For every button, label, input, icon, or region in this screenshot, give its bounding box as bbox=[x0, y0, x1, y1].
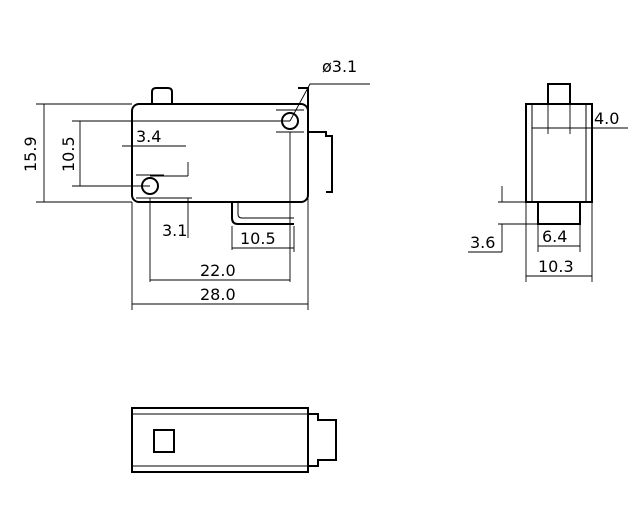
side-view: 4.0 3.6 6.4 10.3 bbox=[468, 83, 628, 282]
dim-plunger-width: 4.0 bbox=[594, 109, 619, 128]
dim-hole-offset-y-lines bbox=[150, 162, 192, 238]
dim-hole-pitch-vertical: 10.5 bbox=[59, 136, 78, 172]
bottom-terminal-end bbox=[308, 413, 337, 467]
dim-hole-offset-y: 3.1 bbox=[162, 221, 187, 240]
front-view: ø3.1 15.9 10.5 3.4 3.1 10.5 22.0 28.0 bbox=[21, 57, 370, 310]
bottom-window bbox=[153, 429, 175, 453]
dim-length-overall: 28.0 bbox=[200, 285, 236, 304]
right-terminal bbox=[308, 131, 333, 193]
dim-terminal-width: 6.4 bbox=[542, 227, 567, 246]
dim-hole-pitch-horizontal-lines bbox=[149, 132, 291, 282]
dim-plunger-width-lines bbox=[532, 104, 628, 134]
side-terminal bbox=[537, 201, 581, 225]
dim-width-overall-lines bbox=[525, 202, 593, 282]
dim-length-overall-lines bbox=[131, 136, 309, 310]
dim-terminal-offset-lines bbox=[231, 226, 295, 252]
bottom-body bbox=[131, 407, 309, 473]
side-body bbox=[525, 103, 593, 203]
dim-plunger-height-lines bbox=[468, 186, 538, 253]
diameter-leader bbox=[289, 83, 370, 122]
dim-hole-offset-x: 3.4 bbox=[136, 127, 161, 146]
dim-terminal-width-lines bbox=[537, 224, 581, 252]
bottom-terminal-inner bbox=[237, 202, 294, 219]
dim-height-overall: 15.9 bbox=[21, 136, 40, 172]
bottom-body-lines bbox=[132, 413, 308, 467]
bottom-view bbox=[131, 407, 337, 473]
plunger bbox=[151, 87, 173, 104]
side-plunger bbox=[547, 83, 571, 105]
dim-width-overall: 10.3 bbox=[538, 257, 574, 276]
diameter-label: ø3.1 bbox=[322, 57, 357, 76]
dim-height-overall-lines bbox=[36, 103, 132, 203]
side-body-edges bbox=[531, 104, 587, 202]
dim-hole-pitch-horizontal: 22.0 bbox=[200, 261, 236, 280]
dim-hole-pitch-vertical-lines bbox=[72, 120, 290, 187]
dim-terminal-offset: 10.5 bbox=[240, 229, 276, 248]
bottom-terminal bbox=[231, 202, 294, 225]
dim-plunger-height: 3.6 bbox=[470, 233, 495, 252]
